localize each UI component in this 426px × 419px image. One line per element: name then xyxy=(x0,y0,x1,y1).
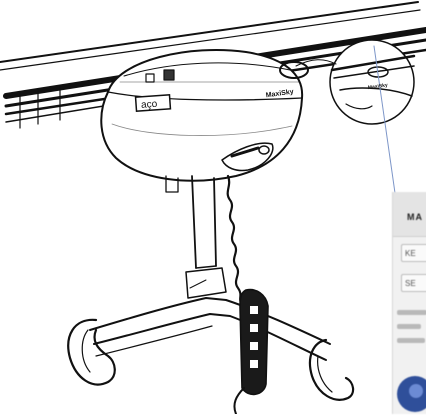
side-panel: MA KE SE xyxy=(392,192,426,414)
spreader-bar xyxy=(89,297,331,361)
callout-leader-line xyxy=(373,45,399,215)
brand-badge: aço xyxy=(134,94,172,112)
hand-control xyxy=(233,288,269,415)
brand-label: aço xyxy=(141,99,158,111)
side-panel-header: MA xyxy=(393,192,426,237)
side-panel-badge-icon xyxy=(397,376,426,412)
side-panel-field-2[interactable]: SE xyxy=(401,274,426,292)
detail-model-text: MaxiSky xyxy=(368,82,389,91)
side-panel-text-line xyxy=(397,338,425,343)
side-panel-badge-inner xyxy=(409,384,423,398)
side-panel-text-line xyxy=(397,324,421,329)
callout-leader-connector xyxy=(295,59,337,67)
side-panel-header-text: MA xyxy=(407,212,423,222)
spreader-hook-left xyxy=(67,318,116,386)
ceiling-rail-upper xyxy=(0,1,421,71)
lift-housing xyxy=(100,48,309,182)
side-panel-field-1[interactable]: KE xyxy=(401,244,426,262)
side-panel-text-line xyxy=(397,310,426,315)
detail-callout xyxy=(329,39,416,125)
lift-mast xyxy=(165,175,227,299)
coiled-cable xyxy=(226,174,246,308)
spreader-hook-right xyxy=(308,338,355,401)
housing-model-text: MaxiSky xyxy=(265,89,294,100)
